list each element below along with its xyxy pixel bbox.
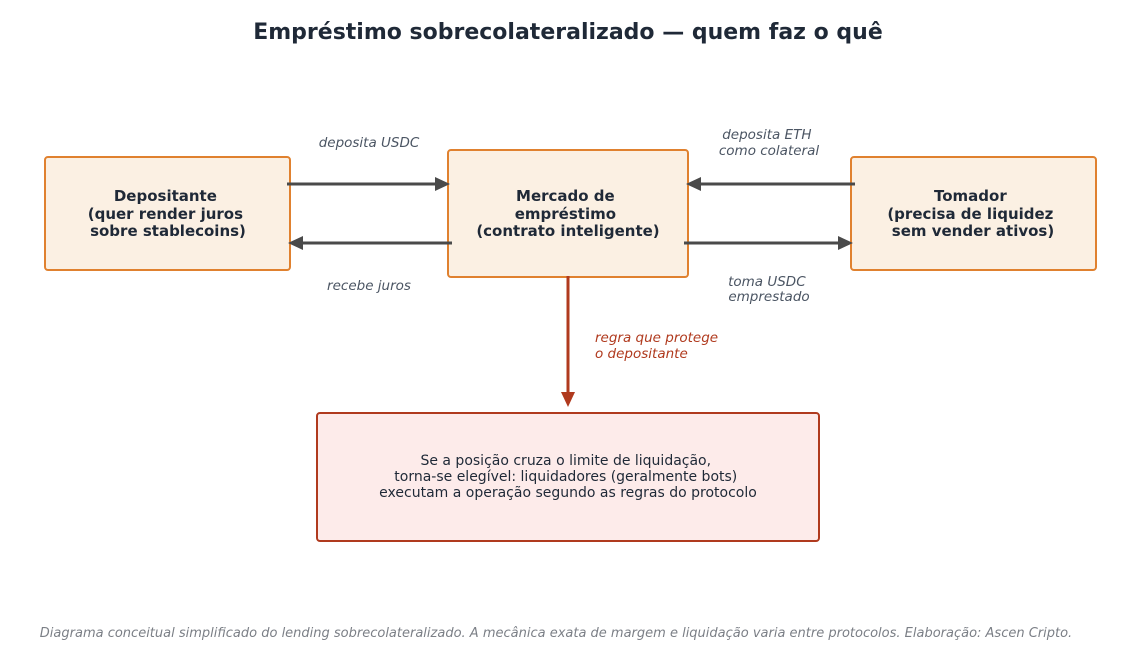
edge-label-line: recebe juros xyxy=(327,278,411,294)
mercado-label-line: (contrato inteligente) xyxy=(476,222,659,240)
arrow-toma-usdc xyxy=(684,236,853,250)
tomador-label: Tomador (precisa de liquidez sem vender … xyxy=(887,187,1058,240)
mercado-label: Mercado de empréstimo (contrato intelige… xyxy=(476,187,659,240)
tomador-box xyxy=(850,156,1097,271)
depositante-label-line: (quer render juros xyxy=(88,205,243,223)
edge-label-deposita-usdc: deposita USDC xyxy=(319,135,420,151)
arrow-regra-protege xyxy=(561,276,575,407)
regra-label-line: executam a operação segundo as regras do… xyxy=(379,485,757,501)
mercado-label-line: empréstimo xyxy=(515,205,616,223)
edge-label-toma-usdc: toma USDC emprestado xyxy=(728,274,810,305)
arrow-deposita-eth xyxy=(686,177,855,191)
depositante-label-line: sobre stablecoins) xyxy=(90,222,246,240)
edge-label-line: emprestado xyxy=(728,289,809,305)
depositante-label-line: Depositante xyxy=(114,187,217,205)
regra-label: Se a posição cruza o limite de liquidaçã… xyxy=(379,453,757,501)
depositante-box xyxy=(44,156,291,271)
edge-label-deposita-eth: deposita ETH como colateral xyxy=(719,127,820,159)
footnote: Diagrama conceitual simplificado do lend… xyxy=(40,626,1072,641)
regra-label-line: Se a posição cruza o limite de liquidaçã… xyxy=(420,453,711,469)
edge-label-regra-protege: regra que protege o depositante xyxy=(595,330,722,362)
arrow-deposita-usdc xyxy=(287,177,450,191)
regra-box xyxy=(316,412,820,542)
edge-label-line: como colateral xyxy=(719,143,820,159)
arrow-recebe-juros xyxy=(288,236,452,250)
regra-label-line: torna-se elegível: liquidadores (geralme… xyxy=(394,469,737,485)
mercado-label-line: Mercado de xyxy=(516,187,615,205)
tomador-label-line: sem vender ativos) xyxy=(892,222,1054,240)
edge-label-line: deposita USDC xyxy=(319,135,420,151)
edge-label-line: deposita ETH xyxy=(722,127,811,143)
edge-label-recebe-juros: recebe juros xyxy=(327,278,411,294)
edge-label-line: toma USDC xyxy=(728,274,806,290)
edge-label-line: regra que protege xyxy=(595,330,718,346)
diagram-title: Empréstimo sobrecolateralizado — quem fa… xyxy=(253,20,883,45)
edge-label-line: o depositante xyxy=(595,346,688,362)
tomador-label-line: Tomador xyxy=(934,187,1007,205)
tomador-label-line: (precisa de liquidez xyxy=(887,205,1053,223)
depositante-label: Depositante (quer render juros sobre sta… xyxy=(88,187,249,240)
